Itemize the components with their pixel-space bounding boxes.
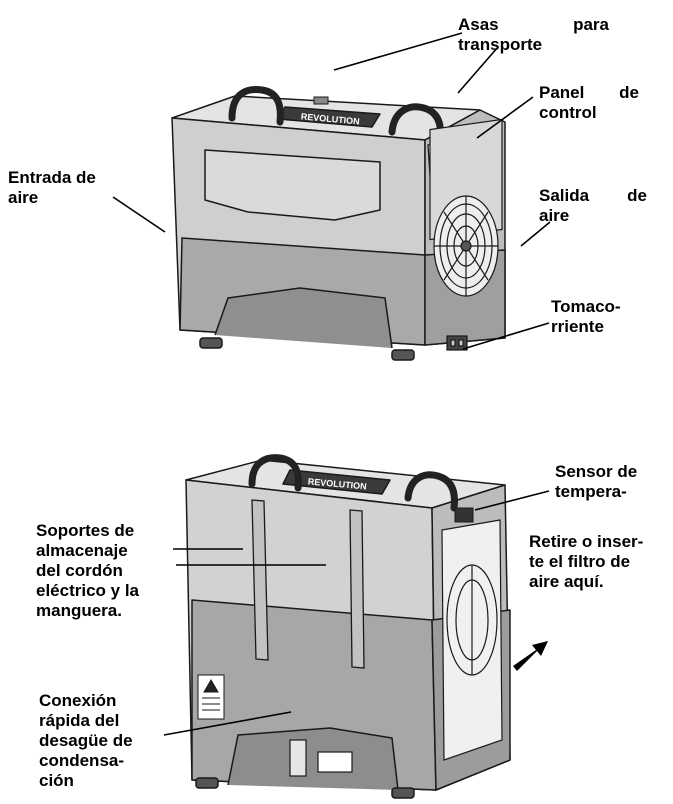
temperature-sensor-graphic xyxy=(454,507,474,523)
label-filter: Retire o inser- te el filtro de aire aqu… xyxy=(529,532,644,591)
fan-grille xyxy=(429,118,503,297)
label-temp-sensor: Sensor de tempera- xyxy=(555,462,638,501)
carry-handle-left xyxy=(228,86,284,126)
drain-connector-graphic xyxy=(289,739,353,777)
label-quick-drain: Conexión rápida del desagüe de condensa-… xyxy=(39,691,133,790)
label-carry-handles: Asas para transporte xyxy=(458,15,609,54)
storage-straps xyxy=(251,499,365,669)
carry-handle-right-back xyxy=(404,471,458,512)
callout-lines xyxy=(112,32,551,736)
carry-handle-left-back xyxy=(248,454,302,492)
top-latch xyxy=(313,96,329,105)
carry-handle-right xyxy=(388,103,444,144)
label-control-panel: Panel de control xyxy=(539,83,639,122)
leader-outlet xyxy=(462,322,550,350)
leader-air-intake xyxy=(112,196,166,233)
label-air-outlet: Salida de aire xyxy=(539,186,647,225)
leader-carry-handles-1 xyxy=(333,32,463,71)
label-storage-holders: Soportes de almacenaje del cordón eléctr… xyxy=(36,521,140,620)
label-outlet: Tomaco- rriente xyxy=(551,297,621,336)
leader-temp-sensor xyxy=(474,490,550,511)
leader-quick-drain xyxy=(163,711,292,736)
label-air-intake: Entrada de aire xyxy=(8,168,96,207)
leader-carry-handles-2 xyxy=(457,46,499,94)
leader-air-outlet xyxy=(520,221,551,247)
power-outlet-graphic xyxy=(446,335,468,351)
leader-control-panel xyxy=(476,96,534,139)
filter-grille xyxy=(441,519,503,761)
warning-label xyxy=(197,674,225,720)
filter-arrow xyxy=(513,641,548,671)
